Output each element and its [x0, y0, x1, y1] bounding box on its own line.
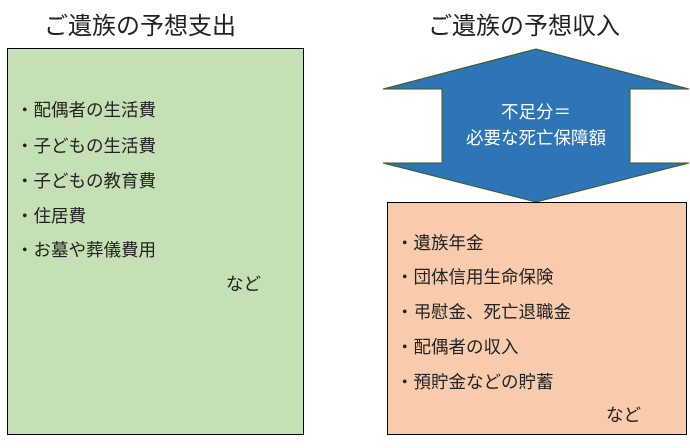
expense-item: ・住居費	[16, 207, 86, 227]
expense-item: ・配偶者の生活費	[16, 101, 156, 121]
income-item: ・遺族年金	[396, 234, 484, 254]
expense-item: ・子どもの教育費	[16, 172, 156, 192]
income-item: ・配偶者の収入	[396, 338, 519, 358]
shortfall-line1: 不足分＝	[501, 103, 571, 123]
income-etc: など	[606, 406, 641, 426]
expense-item: ・お墓や葬儀費用	[16, 241, 156, 261]
expense-item: ・子どもの生活費	[16, 137, 156, 157]
expenses-box: ・配偶者の生活費 ・子どもの生活費 ・子どもの教育費 ・住居費 ・お墓や葬儀費用…	[7, 48, 304, 435]
expense-etc: など	[226, 275, 261, 295]
income-box: ・遺族年金 ・団体信用生命保険 ・弔慰金、死亡退職金 ・配偶者の収入 ・預貯金な…	[387, 202, 687, 435]
income-item: ・団体信用生命保険	[396, 268, 554, 288]
shortfall-line2: 必要な死亡保障額	[466, 129, 606, 149]
shortfall-label: 不足分＝ 必要な死亡保障額	[442, 100, 630, 152]
income-title: ご遺族の予想収入	[428, 12, 620, 40]
income-item: ・弔慰金、死亡退職金	[396, 303, 571, 323]
expenses-title: ご遺族の予想支出	[44, 12, 236, 40]
income-item: ・預貯金などの貯蓄	[396, 373, 554, 393]
